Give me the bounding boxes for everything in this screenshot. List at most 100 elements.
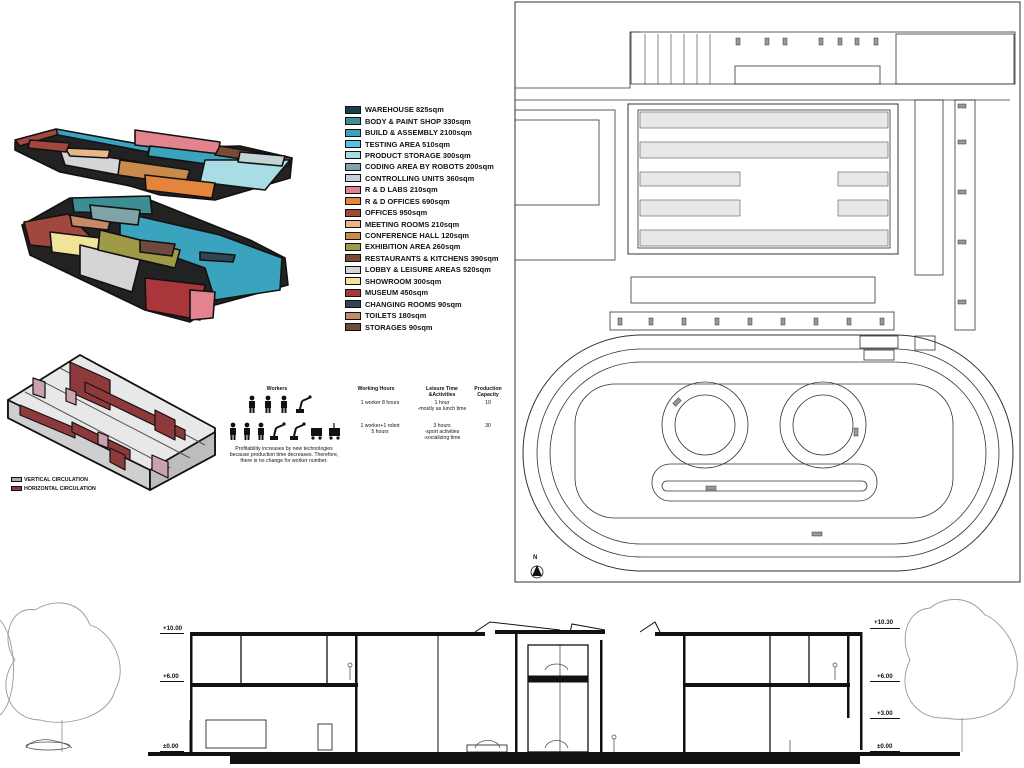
legend-item: CODING AREA BY ROBOTS 200sqm (345, 161, 505, 172)
legend-item: OFFICES 950sqm (345, 207, 505, 218)
legend-swatch (345, 311, 361, 320)
legend-item: RESTAURANTS & KITCHENS 390sqm (345, 253, 505, 264)
workers-note-line-2: because production time decreases. There… (229, 452, 339, 458)
working-hours-header: Working Hours (357, 386, 395, 392)
row1-working-hours: 1 worker 8 hours (360, 400, 400, 406)
row2-leisure-line-1: 3 hours (433, 423, 451, 429)
legend-label: MUSEUM 450sqm (365, 288, 429, 298)
row1-leisure-line-2: -mostly as lunch time (417, 406, 467, 412)
legend-label: BODY & PAINT SHOP 330sqm (365, 116, 471, 126)
row2-working-hours-line-1: 1 worker+1 robot (360, 423, 400, 429)
legend-item: R & D OFFICES 690sqm (345, 196, 505, 207)
legend-swatch (11, 477, 22, 482)
tree-outline (0, 598, 1018, 752)
legend-swatch (345, 208, 361, 217)
legend-label: OFFICES 950sqm (365, 208, 428, 218)
legend-swatch (345, 117, 361, 126)
row2-leisure-line-2: -sport activities (424, 429, 460, 435)
legend-label: WAREHOUSE 825sqm (365, 105, 444, 115)
legend-swatch (345, 242, 361, 251)
legend-swatch (345, 220, 361, 229)
leisure-header-line-1: Leisure Time (426, 386, 458, 392)
legend-item: PRODUCT STORAGE 300sqm (345, 150, 505, 161)
robot-arm-icon (296, 395, 312, 413)
function-legend: WAREHOUSE 825sqm BODY & PAINT SHOP 330sq… (345, 104, 505, 333)
legend-label: CONTROLLING UNITS 360sqm (365, 173, 475, 183)
legend-label: CODING AREA BY ROBOTS 200sqm (365, 162, 494, 172)
row2-leisure-line-3: -socializing time (423, 435, 461, 441)
worker-icon (249, 395, 255, 413)
legend-swatch (345, 185, 361, 194)
legend-swatch (11, 486, 22, 491)
capacity-header-line-2: Capacity (477, 392, 499, 398)
legend-swatch (345, 288, 361, 297)
legend-swatch (345, 105, 361, 114)
robot-arm-icon (290, 422, 306, 440)
worker-icon (244, 422, 250, 440)
legend-item: TESTING AREA 510sqm (345, 138, 505, 149)
legend-label: MEETING ROOMS 210sqm (365, 219, 460, 229)
legend-item-horizontal-circulation: HORIZONTAL CIRCULATION (11, 484, 96, 493)
legend-label: TESTING AREA 510sqm (365, 139, 451, 149)
north-arrow-label: N (533, 555, 538, 561)
worker-icon (230, 422, 236, 440)
legend-swatch (345, 174, 361, 183)
legend-item: MUSEUM 450sqm (345, 287, 505, 298)
level-label-right-low: +3.00 (877, 710, 893, 717)
level-label-left-top: +10.00 (163, 625, 183, 632)
legend-label: EXHIBITION AREA 260sqm (365, 242, 461, 252)
row2-working-hours-line-2: 5 hours (371, 429, 389, 435)
legend-item: CONTROLLING UNITS 360sqm (345, 173, 505, 184)
legend-label: PRODUCT STORAGE 300sqm (365, 150, 471, 160)
leisure-header-line-2: &Activities (428, 392, 456, 398)
legend-label: CHANGING ROOMS 90sqm (365, 299, 462, 309)
legend-item: TOILETS 180sqm (345, 310, 505, 321)
legend-swatch (345, 197, 361, 206)
legend-item: BUILD & ASSEMBLY 2100sqm (345, 127, 505, 138)
legend-label: R & D LABS 210sqm (365, 185, 438, 195)
robot-arm-icon (270, 422, 286, 440)
legend-label: R & D OFFICES 690sqm (365, 196, 450, 206)
legend-swatch (345, 162, 361, 171)
legend-swatch (345, 128, 361, 137)
legend-swatch (345, 231, 361, 240)
worker-icons-row-2 (230, 422, 340, 440)
legend-swatch (345, 300, 361, 309)
robot-cart-icon (329, 423, 340, 440)
site-plan (514, 1, 1021, 583)
legend-label: STORAGES 90sqm (365, 322, 433, 332)
axonometric-upper-floor (14, 128, 293, 201)
legend-item: R & D LABS 210sqm (345, 184, 505, 195)
axonometric-ground-floor (21, 195, 289, 323)
robot-cart-icon (311, 428, 322, 440)
worker-icon (281, 395, 287, 413)
legend-item: MEETING ROOMS 210sqm (345, 218, 505, 229)
legend-swatch (345, 254, 361, 263)
legend-label: BUILD & ASSEMBLY 2100sqm (365, 128, 472, 138)
legend-item-vertical-circulation: VERTICAL CIRCULATION (11, 475, 96, 484)
legend-label: TOILETS 180sqm (365, 311, 427, 321)
circulation-legend: VERTICAL CIRCULATION HORIZONTAL CIRCULAT… (11, 475, 96, 493)
legend-item: LOBBY & LEISURE AREAS 520sqm (345, 264, 505, 275)
level-label-right-top: +10.30 (874, 619, 894, 626)
row1-leisure-line-1: 1 hour (434, 400, 450, 406)
legend-swatch (345, 277, 361, 286)
legend-swatch (345, 265, 361, 274)
legend-item: CHANGING ROOMS 90sqm (345, 298, 505, 309)
circulation-axonometric (7, 354, 216, 491)
legend-label: CONFERENCE HALL 120sqm (365, 231, 470, 241)
legend-swatch (345, 140, 361, 149)
legend-item: BODY & PAINT SHOP 330sqm (345, 115, 505, 126)
legend-label: HORIZONTAL CIRCULATION (24, 485, 96, 492)
level-label-right-mid: +6.00 (877, 673, 893, 680)
legend-item: STORAGES 90sqm (345, 321, 505, 332)
legend-label: VERTICAL CIRCULATION (24, 476, 88, 483)
workers-note-line-3: there is no change for worker number. (240, 458, 328, 464)
section-drawing (0, 598, 1018, 764)
workers-note-line-1: Profitability increases by new technolog… (235, 446, 333, 452)
legend-swatch (345, 323, 361, 332)
worker-icon (258, 422, 264, 440)
legend-item: EXHIBITION AREA 260sqm (345, 241, 505, 252)
worker-icon (265, 395, 271, 413)
